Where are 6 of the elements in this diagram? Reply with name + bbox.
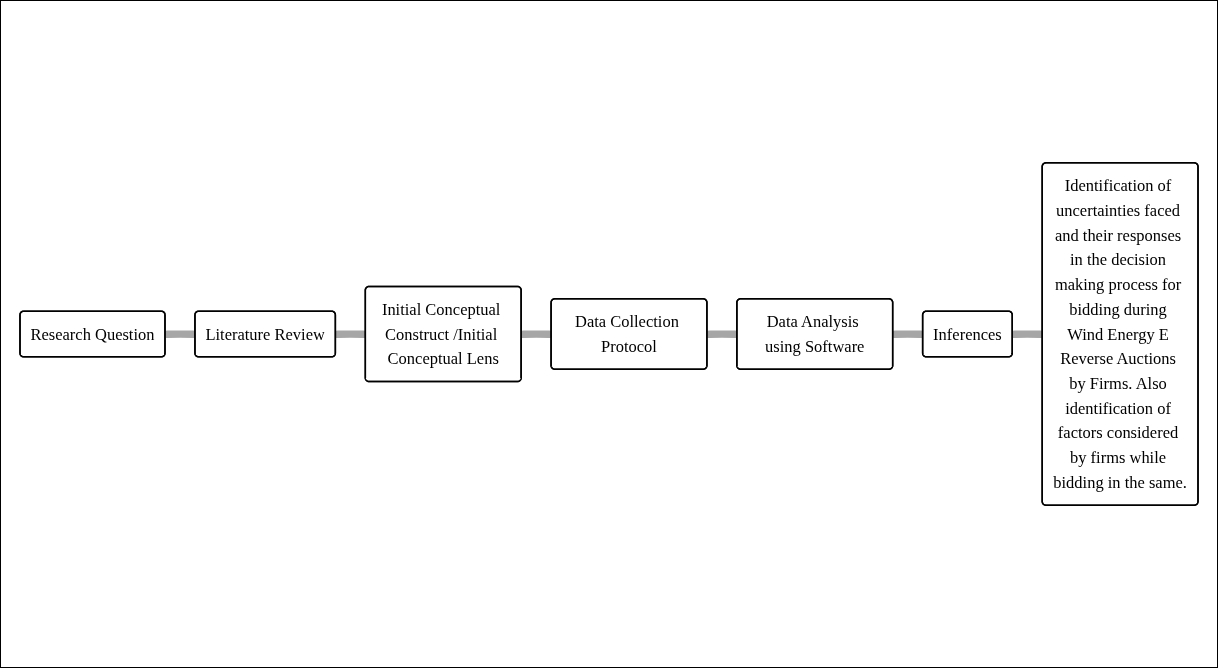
connector (520, 330, 553, 339)
connector (891, 330, 925, 339)
connector (334, 330, 367, 339)
connector (164, 330, 197, 339)
connector (1011, 330, 1044, 339)
connector (705, 330, 739, 339)
